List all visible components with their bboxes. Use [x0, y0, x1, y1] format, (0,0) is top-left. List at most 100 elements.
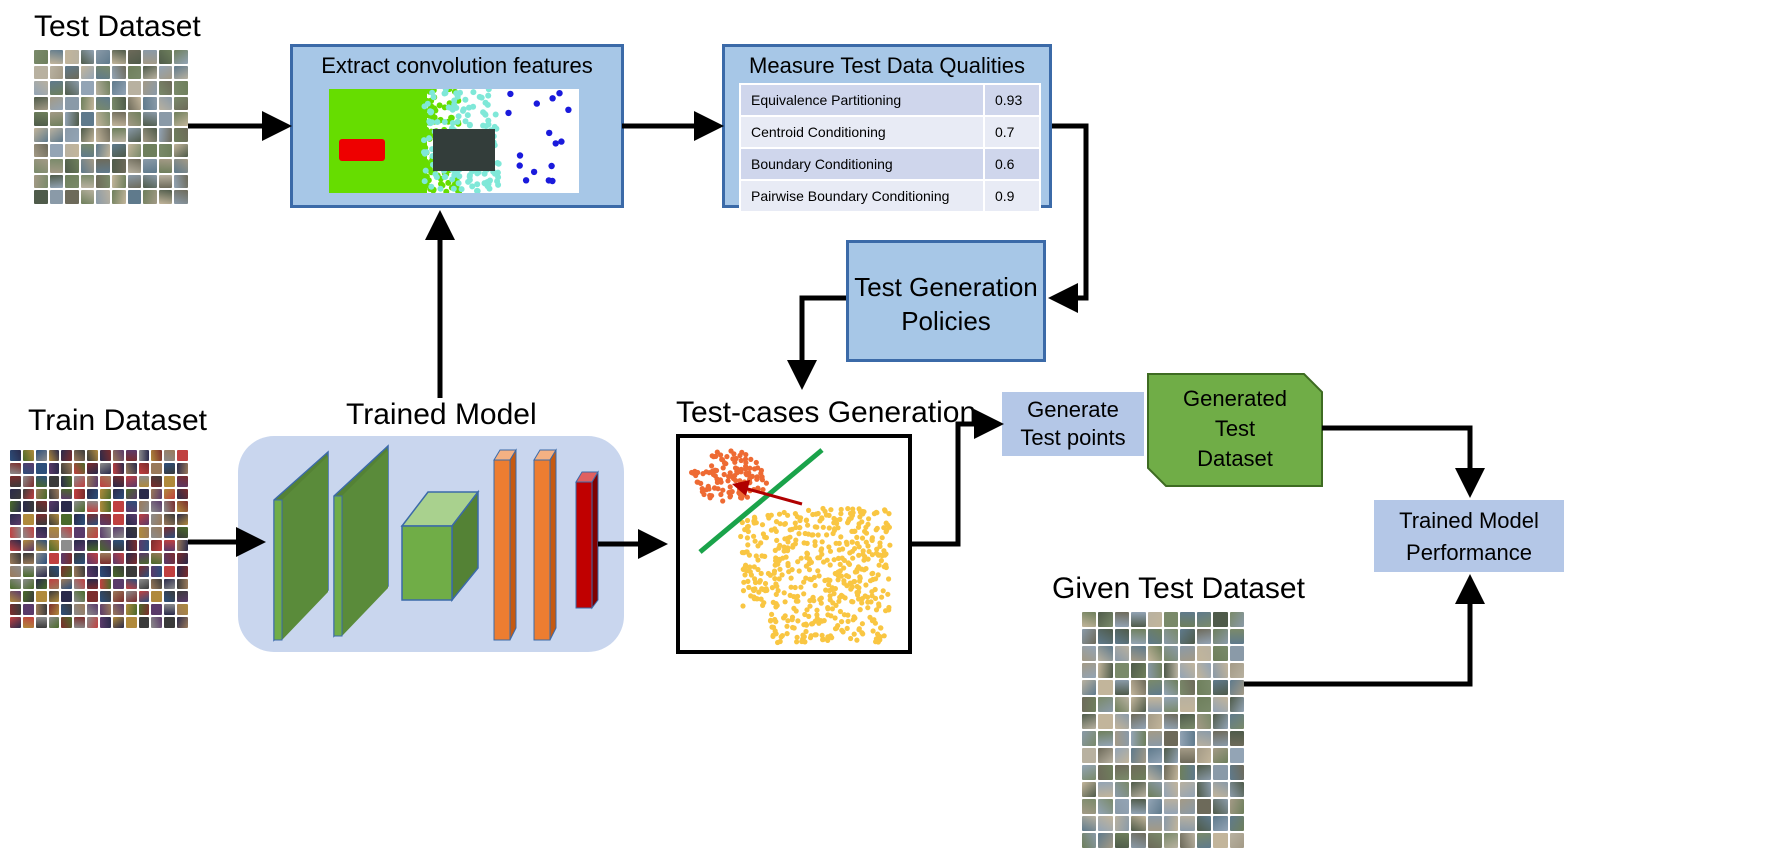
test-cases-plot-box — [676, 434, 912, 654]
scatter-point — [741, 550, 747, 556]
scatter-point — [470, 89, 477, 96]
scatter-point — [836, 598, 842, 604]
scatter-point — [856, 585, 862, 591]
scatter-point — [427, 108, 434, 115]
scatter-point — [838, 511, 844, 517]
scatter-point — [860, 548, 866, 554]
scatter-point — [839, 627, 845, 633]
scatter-point — [773, 528, 779, 534]
scatter-point — [879, 553, 885, 559]
scatter-point — [492, 111, 499, 118]
quality-name: Equivalence Partitioning — [739, 83, 985, 117]
scatter-point — [746, 552, 752, 558]
scatter-point — [873, 576, 879, 582]
scatter-point — [809, 621, 815, 627]
scatter-point — [507, 90, 514, 98]
quality-name: Boundary Conditioning — [739, 147, 985, 181]
scatter-point — [421, 178, 428, 185]
scatter-point — [848, 581, 854, 587]
scatter-point — [426, 118, 433, 125]
scatter-point — [436, 102, 443, 109]
scatter-point — [804, 607, 810, 613]
scatter-point — [773, 581, 779, 587]
conv-layer-1 — [273, 450, 329, 642]
train-dataset-thumbnail-grid — [10, 450, 188, 628]
scatter-point — [725, 478, 731, 484]
scatter-point — [854, 534, 860, 540]
scatter-point — [878, 625, 884, 631]
scatter-point — [752, 579, 759, 586]
scatter-point — [422, 167, 429, 174]
scatter-point — [777, 566, 783, 572]
scatter-point — [865, 605, 871, 611]
trained-model-performance-line2: Performance — [1406, 540, 1532, 565]
scatter-point — [866, 516, 872, 522]
scatter-point — [699, 486, 705, 492]
scatter-point — [743, 471, 749, 477]
scatter-point — [851, 631, 857, 637]
scatter-point — [869, 537, 875, 543]
scatter-point — [773, 558, 779, 564]
scatter-point — [859, 566, 865, 572]
scatter-point — [819, 632, 825, 638]
scatter-point — [820, 505, 826, 512]
scatter-point — [437, 185, 444, 192]
scatter-point — [876, 603, 882, 609]
scatter-point — [883, 520, 889, 526]
scatter-point — [745, 542, 751, 548]
scatter-point — [454, 118, 461, 125]
scatter-point — [442, 173, 449, 180]
scatter-point — [724, 454, 730, 460]
scatter-point — [863, 582, 869, 588]
scatter-point — [886, 604, 892, 611]
scatter-point — [804, 555, 810, 561]
scatter-point — [885, 591, 891, 597]
scatter-point — [773, 519, 780, 525]
extract-features-box: Extract convolution features — [290, 44, 624, 208]
scatter-point — [849, 598, 855, 605]
scatter-point — [849, 539, 855, 545]
scatter-point — [796, 531, 802, 537]
generated-test-dataset-shape — [1147, 373, 1323, 487]
scatter-point — [530, 168, 538, 176]
scatter-point — [886, 576, 892, 582]
perturbation-arrow-line — [743, 486, 803, 506]
scatter-point — [769, 585, 775, 591]
scatter-point — [789, 567, 795, 573]
arrow-testcases-to-generate — [912, 409, 1004, 547]
scatter-point — [844, 625, 850, 631]
scatter-point — [798, 555, 804, 561]
scatter-point — [755, 566, 761, 573]
scatter-point — [755, 557, 761, 563]
scatter-point — [798, 584, 804, 590]
scatter-point — [761, 600, 767, 606]
scatter-point — [837, 594, 843, 600]
scatter-point — [803, 575, 809, 581]
scatter-point — [826, 582, 832, 588]
scatter-point — [784, 545, 791, 551]
scatter-point — [803, 621, 809, 627]
scatter-point — [789, 617, 795, 623]
decision-boundary-line — [698, 448, 824, 554]
feature-scatter-plot — [329, 89, 579, 193]
scatter-point — [485, 89, 492, 93]
scatter-point — [492, 170, 498, 177]
scatter-point — [831, 591, 837, 597]
scatter-point — [480, 122, 487, 129]
scatter-point — [516, 162, 523, 169]
scatter-point — [727, 484, 733, 490]
scatter-point — [428, 183, 435, 190]
scatter-point — [742, 527, 748, 533]
scatter-point — [727, 494, 733, 500]
scatter-point — [806, 561, 812, 567]
scatter-point — [546, 129, 553, 137]
scatter-point — [827, 593, 833, 599]
scatter-point — [695, 469, 701, 476]
scatter-point — [836, 540, 842, 546]
scatter-point — [751, 564, 757, 570]
scatter-point — [464, 112, 471, 119]
scatter-point — [825, 606, 831, 612]
scatter-point — [768, 512, 774, 518]
scatter-point — [826, 544, 832, 550]
scatter-point — [689, 469, 695, 476]
